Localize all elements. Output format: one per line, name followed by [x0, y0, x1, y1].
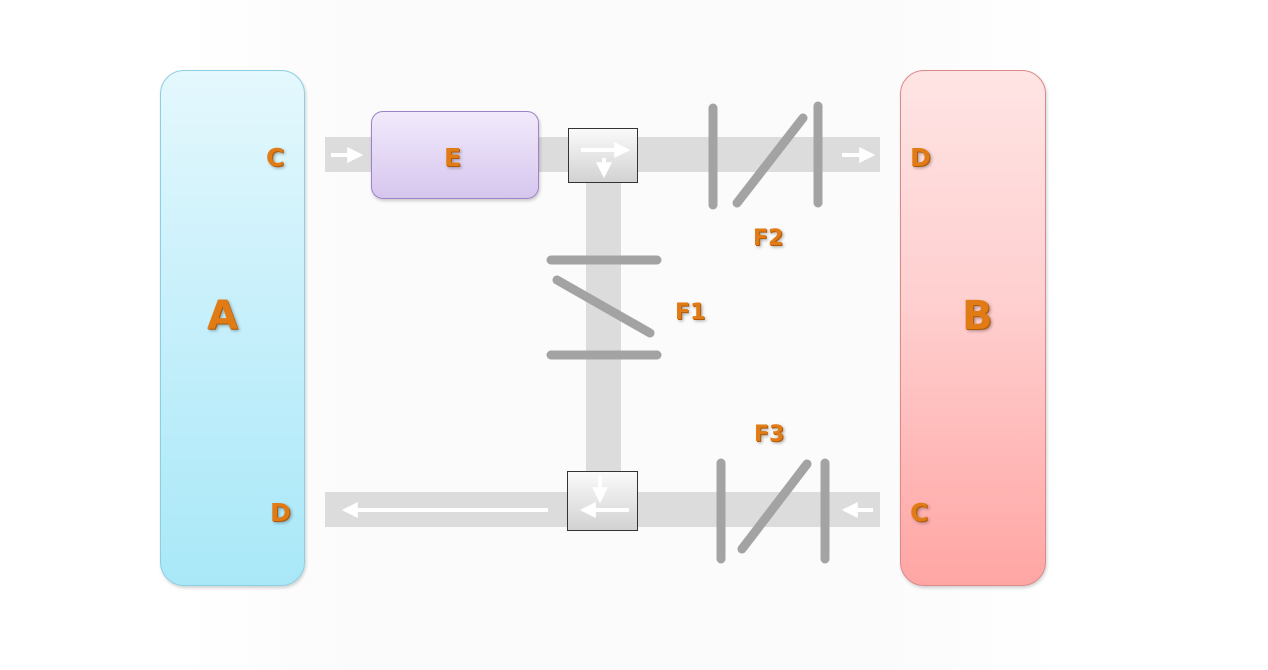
block-b-port-c: C	[910, 498, 929, 527]
block-a-port-d: D	[270, 498, 291, 527]
block-a-port-c: C	[266, 143, 285, 172]
filter-f2	[708, 101, 823, 210]
block-b-label: B	[962, 293, 993, 339]
block-b	[900, 70, 1046, 586]
f3-diagonal-plate	[737, 459, 812, 554]
block-b-port-d: D	[910, 143, 931, 172]
filter-f2-label: F2	[753, 226, 784, 251]
vertical-beam	[586, 172, 621, 492]
block-e	[371, 111, 539, 199]
block-e-label: E	[444, 143, 462, 172]
block-a-label: A	[207, 293, 238, 339]
f1-diagonal-plate	[552, 275, 655, 338]
filter-f1	[546, 255, 662, 360]
filter-f3	[716, 458, 830, 564]
block-a	[160, 70, 305, 586]
filter-f3-label: F3	[754, 422, 785, 447]
filter-f1-label: F1	[675, 300, 706, 325]
f2-diagonal-plate	[732, 113, 808, 208]
